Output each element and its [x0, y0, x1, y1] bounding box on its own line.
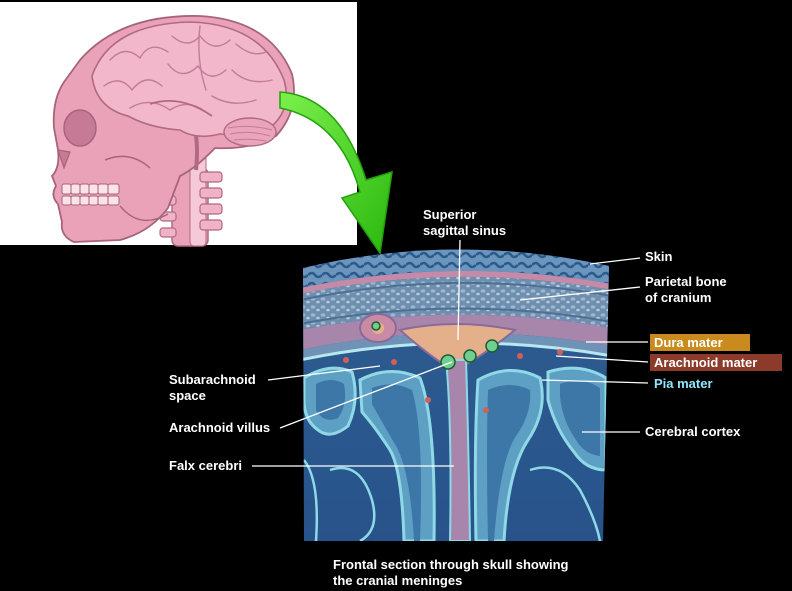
label-subarachnoid-space-1: Subarachnoid — [169, 372, 256, 387]
skin-layer — [303, 249, 609, 288]
label-subarachnoid-space-2: space — [169, 388, 206, 403]
lateral-sulcus — [149, 99, 213, 117]
leader-lines — [252, 239, 649, 467]
label-parietal-bone-1: Parietal bone — [645, 274, 727, 289]
head-illustration — [0, 2, 357, 247]
label-parietal-bone-2: of cranium — [645, 290, 711, 305]
label-pia-mater: Pia mater — [654, 376, 713, 391]
jaw-line — [119, 205, 169, 222]
label-falx-cerebri: Falx cerebri — [169, 458, 242, 473]
caption-line-2: the cranial meninges — [333, 573, 463, 588]
diagram-labels: Superior sagittal sinus Skin Parietal bo… — [169, 207, 741, 473]
label-arachnoid-villus: Arachnoid villus — [169, 420, 270, 435]
label-cerebral-cortex: Cerebral cortex — [645, 424, 741, 439]
label-arachnoid-mater: Arachnoid mater — [650, 354, 782, 371]
eye-orbit — [63, 109, 97, 147]
figure-caption: Frontal section through skull showing th… — [333, 557, 568, 589]
label-skin: Skin — [645, 249, 673, 264]
falx-cerebri-membrane — [444, 359, 472, 541]
label-dura-mater: Dura mater — [650, 334, 750, 351]
brain-gyri — [103, 25, 273, 113]
label-superior-sagittal-sinus-1: Superior — [423, 207, 476, 222]
brainstem — [194, 135, 199, 171]
teeth — [61, 183, 120, 206]
label-superior-sagittal-sinus-2: sagittal sinus — [423, 223, 506, 238]
nasal-cavity — [57, 149, 71, 170]
caption-line-1: Frontal section through skull showing — [333, 557, 569, 572]
green-arrow — [279, 91, 393, 255]
meninges-cross-section — [303, 249, 609, 541]
